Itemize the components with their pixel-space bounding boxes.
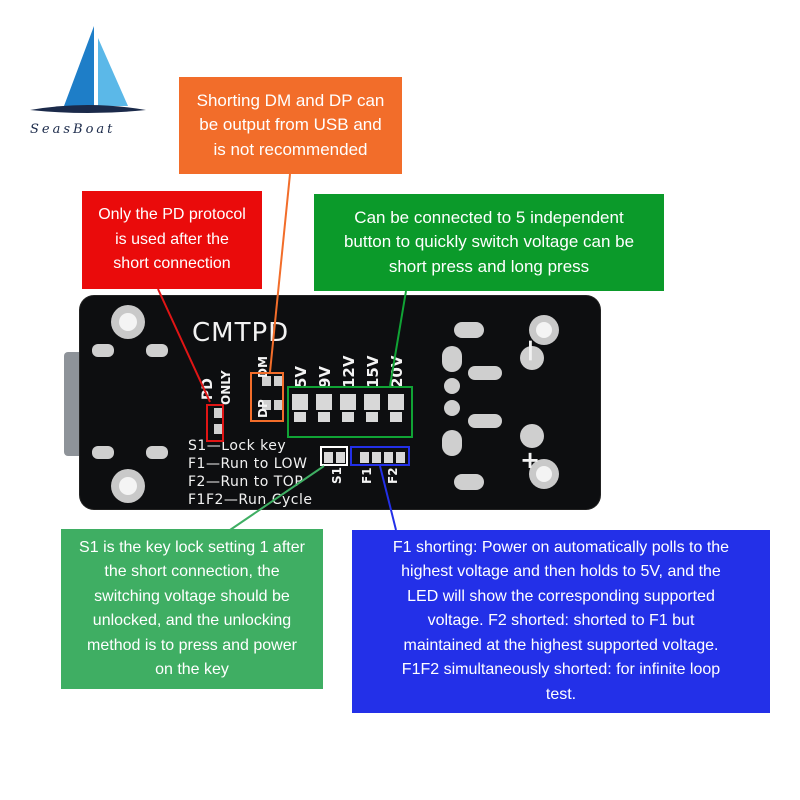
pd-highlight-box	[206, 404, 224, 442]
leader-green	[389, 290, 407, 387]
callout-line: method is to press and power	[87, 636, 297, 654]
pad	[262, 376, 271, 386]
callout-buttons: Can be connected to 5 independent button…	[314, 194, 664, 291]
mounting-hole	[529, 459, 559, 489]
sailboat-icon	[30, 26, 146, 113]
pcb-holes-and-pads	[92, 305, 559, 503]
callout-line: highest voltage and then holds to 5V, an…	[401, 563, 721, 581]
mounting-hole	[111, 469, 145, 503]
pad	[372, 452, 381, 463]
callout-line: button to quickly switch voltage can be	[343, 232, 635, 252]
callout-line: is not recommended	[213, 139, 368, 159]
pad	[454, 322, 484, 338]
leader-orange	[269, 173, 291, 373]
pad	[214, 408, 223, 418]
pad	[214, 424, 223, 434]
callout-pd-only: Only the PD protocol is used after the s…	[82, 191, 262, 289]
pad	[92, 344, 114, 357]
callout-line: maintained at the highest supported volt…	[403, 636, 719, 654]
leader-red	[157, 288, 211, 403]
callout-line: unlocked, and the unlocking	[92, 612, 292, 629]
callout-line: Shorting DM and DP can	[196, 90, 385, 110]
pad	[146, 344, 168, 357]
callout-line: short connection	[113, 255, 231, 273]
pad	[324, 452, 333, 463]
brand-logo-text: SeasBoat	[30, 122, 116, 137]
pad	[442, 346, 462, 372]
pad	[384, 452, 393, 463]
callout-line: voltage. F2 shorted: shorted to F1 but	[427, 612, 695, 630]
callout-line: LED will show the corresponding supporte…	[407, 587, 715, 605]
callout-line: switching voltage should be	[94, 587, 290, 605]
callout-line: on the key	[155, 661, 229, 678]
pad	[274, 400, 283, 410]
dm-dp-highlight-box	[250, 372, 284, 422]
pad	[520, 424, 544, 448]
leader-blue	[379, 465, 397, 531]
pad	[444, 400, 460, 416]
pad	[146, 446, 168, 459]
pad	[442, 430, 462, 456]
legend-f2: F2—Run to TOP	[188, 474, 304, 490]
pad	[396, 452, 405, 463]
callout-line: short press and long press	[388, 256, 590, 276]
mounting-hole	[111, 305, 145, 339]
voltage-highlight-box	[287, 386, 413, 438]
callout-line: the short connection, the	[104, 563, 280, 580]
pad	[454, 474, 484, 490]
callout-line: F1 shorting: Power on automatically poll…	[392, 538, 730, 556]
callout-line: is used after the	[115, 230, 229, 248]
legend-f1: F1—Run to LOW	[188, 456, 308, 472]
s1-highlight-box	[320, 446, 348, 466]
callout-s1-lock: S1 is the key lock setting 1 after the s…	[61, 529, 323, 689]
mounting-hole	[529, 315, 559, 345]
callout-f1-f2: F1 shorting: Power on automatically poll…	[352, 530, 770, 713]
callout-line: be output from USB and	[199, 115, 382, 135]
pad	[336, 452, 345, 463]
plus-sign: +	[520, 446, 541, 474]
callout-line: Only the PD protocol	[98, 206, 246, 224]
callout-line: Can be connected to 5 independent	[354, 207, 624, 227]
leader-green2	[229, 465, 325, 531]
pad	[468, 414, 502, 428]
pad	[468, 366, 502, 380]
callout-line: S1 is the key lock setting 1 after	[79, 538, 305, 556]
callout-line: test.	[545, 685, 577, 703]
callout-line: F1F2 simultaneously shorted: for infinit…	[401, 661, 721, 679]
pad	[360, 452, 369, 463]
pad	[262, 400, 271, 410]
pad	[274, 376, 283, 386]
pad	[520, 346, 544, 370]
pad	[444, 378, 460, 394]
voltage-pads	[292, 394, 404, 422]
f1-f2-highlight-box	[350, 446, 410, 466]
callout-dm-dp: Shorting DM and DP can be output from US…	[179, 77, 402, 174]
pad	[92, 446, 114, 459]
legend-s1: S1—Lock key	[188, 438, 287, 454]
